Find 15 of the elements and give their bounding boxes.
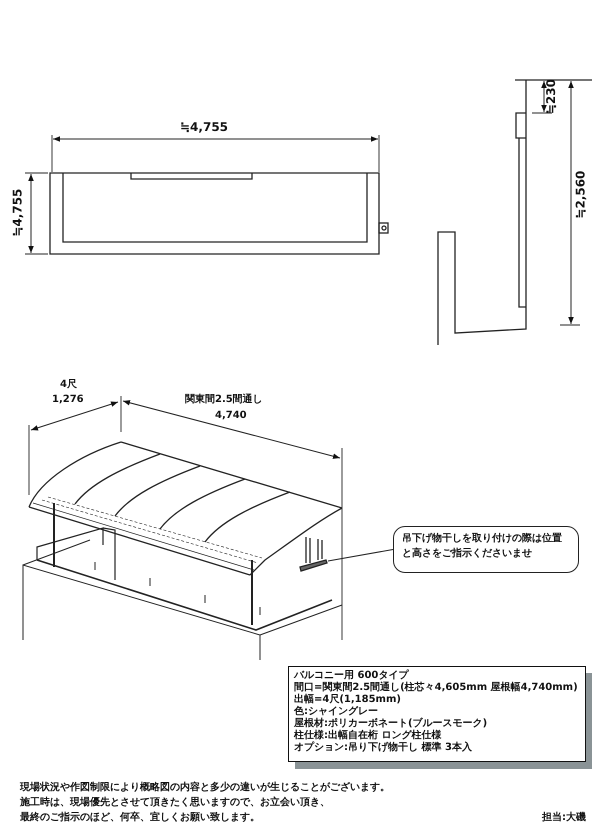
- dimension-label: ≒4,755: [11, 188, 25, 237]
- leader-line: [328, 548, 394, 562]
- note-text: 現場状況や作図制限により概略図の内容と多少の違いが生じることがございます。: [20, 782, 390, 793]
- dimension-label: ≒2,560: [574, 170, 588, 219]
- clothes-drying-rack-drawing: [298, 535, 328, 575]
- note-text: 担当:大磯: [542, 812, 586, 823]
- note-text: 最終のご指示のほど、何卒、宜しくお願い致します。: [20, 812, 260, 823]
- dimension-label: ≒230: [544, 79, 558, 114]
- note-text: 施工時は、現場優先とさせて頂きたく思いますので、お立会い頂き、: [20, 797, 330, 808]
- callout-bubble: 吊下げ物干しを取り付けの際は位置と高さをご指示くださいませ: [393, 526, 579, 573]
- dimension-label: 4尺: [60, 379, 77, 390]
- dimension-label: 4,740: [215, 410, 247, 421]
- dimension-label: 関東間2.5間通し: [185, 394, 263, 405]
- dimension-label: ≒4,755: [180, 121, 228, 134]
- dimension-label: 1,276: [52, 394, 84, 405]
